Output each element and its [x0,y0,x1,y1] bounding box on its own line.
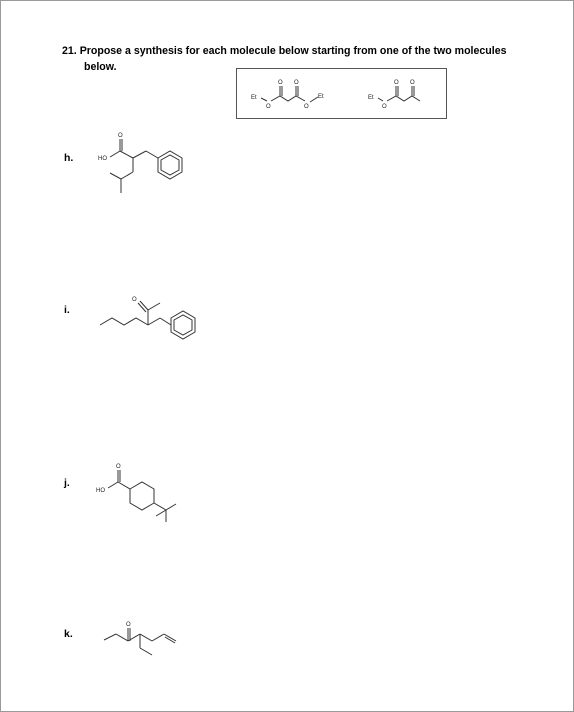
question-text: Propose a synthesis for each molecule be… [79,45,507,57]
carbonyl-bond [137,302,147,313]
diethyl-malonate-structure: Et O O O O Et [251,80,324,110]
part-label-j: j. [64,477,70,489]
ketone-oxygen: O [410,80,415,86]
backbone [270,95,306,102]
bond [117,481,131,490]
molecule-k-structure: O [103,622,177,656]
hydroxyl-label: HO [98,156,107,162]
carbonyl-oxygen: O [132,297,137,303]
ethyl-acetoacetate-structure: Et O O O [368,80,421,110]
phenyl-ring-inner [173,314,193,336]
ester-oxygen: O [382,104,387,110]
bond [165,503,177,511]
phenyl-ring [157,150,183,180]
molecule-h-structure: HO O [98,133,183,193]
cyclohexane-ring [129,481,155,511]
bond [151,633,165,642]
bond [107,481,119,489]
bond [147,302,161,311]
carbonyl-oxygen: O [116,464,121,470]
bond [119,150,134,159]
ester-oxygen-left: O [266,104,271,110]
question-number: 21. [62,45,77,57]
bond [147,317,161,326]
carbonyl-bond [139,300,149,311]
alkene-bond [163,633,177,642]
part-label-i: i. [64,304,70,316]
carbonyl-oxygen-left: O [278,80,283,86]
bond [109,150,121,158]
hydroxyl-label: HO [96,488,105,494]
bond [139,633,153,642]
bond [132,150,147,159]
bond [115,633,129,642]
bond [127,633,141,642]
bond [155,509,167,517]
bond [103,633,117,641]
bond [159,317,172,326]
ethyl-label: Et [368,95,374,101]
carbonyl-oxygen: O [126,622,131,628]
starting-materials-box [236,68,447,119]
bond [109,172,122,180]
bond [139,647,153,656]
phenyl-ring [170,310,196,340]
carbonyl-oxygen-right: O [294,80,299,86]
phenyl-ring-inner [160,154,180,176]
backbone [386,95,421,102]
ester-carbonyl-oxygen: O [394,80,399,86]
bond [377,97,384,102]
molecule-i-structure: O [99,297,196,340]
ethyl-label-left: Et [251,95,257,101]
bond [260,97,268,102]
bond [120,171,134,180]
ethyl-label-right: Et [318,94,324,100]
part-label-h: h. [64,152,74,164]
question-21: 21. Propose a synthesis for each molecul… [62,43,542,75]
question-text-continuation: below. [84,61,117,73]
carbonyl-oxygen: O [118,133,123,139]
bond [145,150,159,159]
alkene-bond [164,636,176,644]
ester-oxygen-right: O [304,104,309,110]
bond [309,96,319,103]
alkyl-chain [99,317,149,326]
part-label-k: k. [64,628,73,640]
bond [153,502,167,511]
molecule-j-structure: HO O [96,464,177,522]
